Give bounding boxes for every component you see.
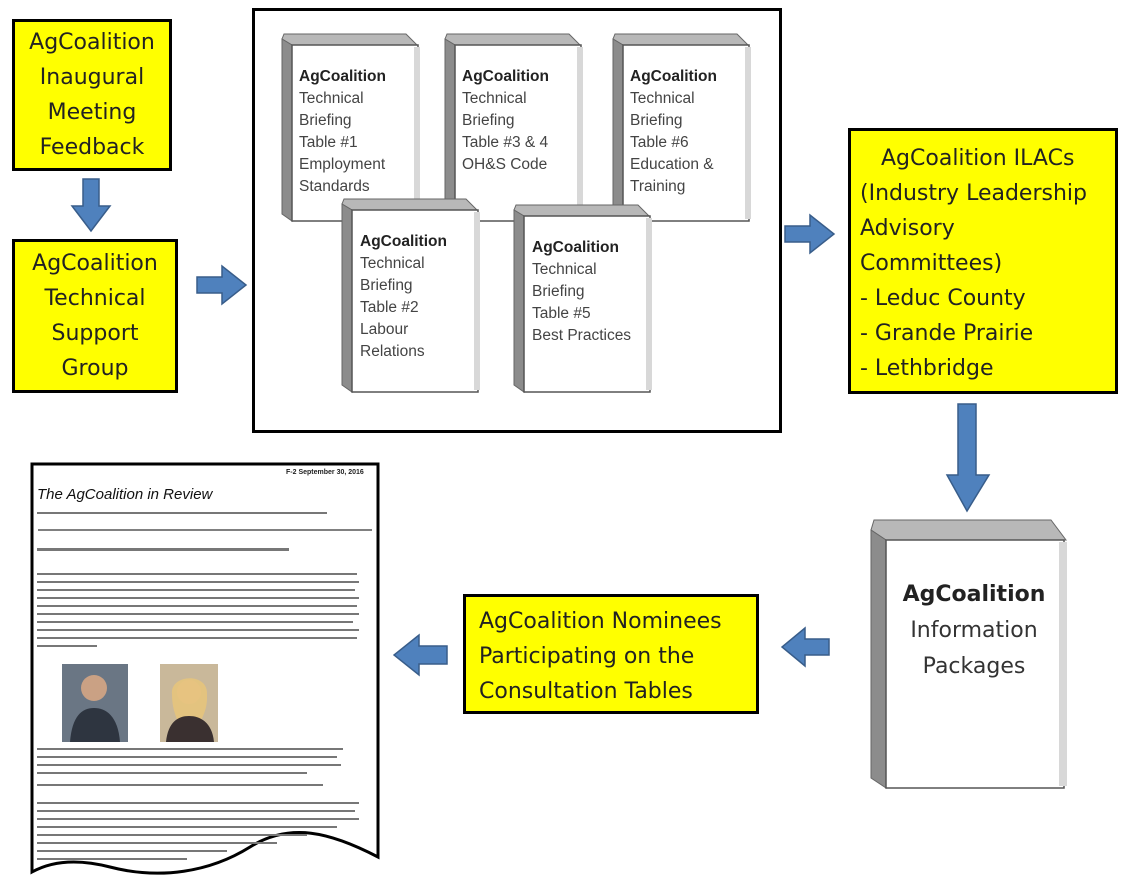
arrow-right-books (784, 213, 836, 255)
book-line: Briefing (360, 277, 413, 294)
text-line (37, 834, 307, 836)
text-line (37, 858, 187, 860)
newsletter-document (30, 462, 380, 875)
support-line: Technical (44, 286, 146, 311)
text-line (37, 826, 337, 828)
newsletter-date: F-2 September 30, 2016 (286, 469, 364, 476)
text-line (37, 573, 357, 575)
book-line: Briefing (630, 112, 683, 129)
ilacs-line: - Grande Prairie (860, 321, 1034, 346)
book-line: Labour (360, 321, 409, 338)
book-line: Education & (630, 156, 714, 173)
book-line: Briefing (532, 283, 585, 300)
nominees-box: AgCoalition Nominees Participating on th… (463, 594, 759, 714)
book-line: Table #1 (299, 134, 358, 151)
book-title: AgCoalition (630, 68, 717, 85)
book-title: AgCoalition (532, 239, 619, 256)
ilacs-line: (Industry Leadership (860, 181, 1087, 206)
book-line: Technical (630, 90, 695, 107)
text-line (37, 802, 359, 804)
nominees-line: AgCoalition Nominees (479, 609, 722, 634)
text-line (37, 764, 341, 766)
support-line: Group (61, 356, 129, 381)
text-line (37, 842, 277, 844)
book-line: Table #3 & 4 (462, 134, 549, 151)
book-line: Technical (462, 90, 527, 107)
text-line (37, 605, 357, 607)
ilacs-line: - Leduc County (860, 286, 1026, 311)
text-line (37, 784, 323, 786)
book-line: OH&S Code (462, 156, 548, 173)
feedback-line: Feedback (39, 135, 145, 160)
book-table-3-4-text: AgCoalition Technical Briefing Table #3 … (462, 66, 549, 176)
text-line (37, 621, 353, 623)
book-line: Standards (299, 178, 370, 195)
book-line: Briefing (299, 112, 352, 129)
text-line (37, 756, 337, 758)
text-line (37, 581, 359, 583)
book-line: Table #6 (630, 134, 689, 151)
arrow-down-ilacs (945, 403, 991, 513)
book-table-5 (513, 204, 652, 393)
support-line: AgCoalition (32, 251, 158, 276)
book-line: Technical (532, 261, 597, 278)
text-line (37, 850, 227, 852)
book-table-2-text: AgCoalition Technical Briefing Table #2 … (360, 231, 447, 363)
text-line (37, 613, 359, 615)
package-title: AgCoalition (902, 582, 1046, 607)
support-line: Support (51, 321, 139, 346)
arrow-right-support (196, 264, 248, 306)
book-title: AgCoalition (299, 68, 386, 85)
arrow-down-feedback (70, 178, 112, 233)
book-table-5-text: AgCoalition Technical Briefing Table #5 … (532, 237, 631, 347)
book-line: Best Practices (532, 327, 632, 344)
information-packages-book (870, 519, 1067, 789)
book-table-6 (612, 33, 751, 222)
ilacs-box: AgCoalition ILACs (Industry Leadership A… (848, 128, 1118, 394)
feedback-box: AgCoalition Inaugural Meeting Feedback (12, 19, 172, 171)
package-line: Information (910, 618, 1038, 643)
newsletter-title: The AgCoalition in Review (37, 486, 213, 503)
feedback-line: Inaugural (39, 65, 145, 90)
nominees-line: Consultation Tables (479, 679, 693, 704)
book-line: Training (630, 178, 686, 195)
text-line (37, 772, 307, 774)
text-line (37, 629, 359, 631)
ilacs-line: Advisory (860, 216, 955, 241)
ilacs-line: Committees) (860, 251, 1003, 276)
text-line (37, 818, 359, 820)
ilacs-line: - Lethbridge (860, 356, 994, 381)
text-line (37, 637, 357, 639)
book-title: AgCoalition (360, 233, 447, 250)
book-line: Technical (360, 255, 425, 272)
book-line: Relations (360, 343, 425, 360)
book-table-3-4 (444, 33, 583, 222)
book-table-6-text: AgCoalition Technical Briefing Table #6 … (630, 66, 717, 198)
text-line (37, 645, 97, 647)
book-line: Table #2 (360, 299, 419, 316)
text-line (37, 748, 343, 750)
nominees-line: Participating on the (479, 644, 695, 669)
text-line (37, 548, 289, 551)
ilacs-line: AgCoalition ILACs (881, 146, 1075, 171)
arrow-left-packages (781, 626, 830, 668)
arrow-left-nominees (393, 633, 448, 677)
feedback-line: Meeting (47, 100, 137, 125)
book-table-1-text: AgCoalition Technical Briefing Table #1 … (299, 66, 386, 198)
text-line (37, 589, 355, 591)
package-line: Packages (922, 654, 1026, 679)
book-line: Table #5 (532, 305, 591, 322)
text-line (37, 597, 359, 599)
book-table-2 (341, 198, 480, 393)
text-line (37, 512, 327, 514)
feedback-line: AgCoalition (29, 30, 155, 55)
book-line: Technical (299, 90, 364, 107)
book-line: Briefing (462, 112, 515, 129)
book-line: Employment (299, 156, 386, 173)
text-line (37, 810, 355, 812)
information-packages-text: AgCoalition Information Packages (886, 577, 1062, 685)
book-title: AgCoalition (462, 68, 549, 85)
support-group-box: AgCoalition Technical Support Group (12, 239, 178, 393)
